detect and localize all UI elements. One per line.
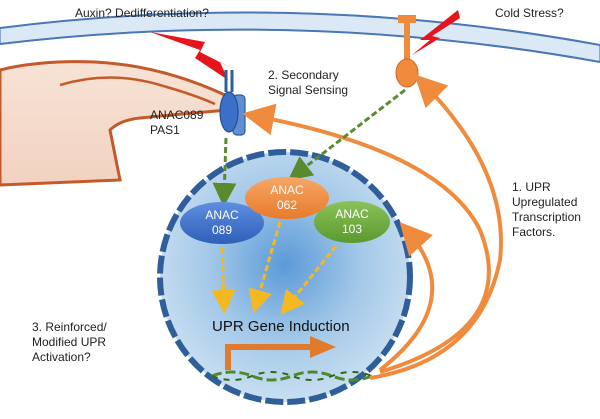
node-anac089-label: ANAC 089 <box>205 208 239 237</box>
label-reinforced: 3. Reinforced/ Modified UPR Activation? <box>32 320 107 364</box>
membrane-inner-line <box>0 28 600 63</box>
yellow-arrow-062 <box>248 221 282 314</box>
upr-loop-arrow-pas1 <box>242 103 491 374</box>
anac103-node <box>314 201 390 243</box>
auxin-signal-bolt <box>150 32 235 80</box>
receptor-stalk <box>224 70 234 92</box>
upr-loop-arrow-receptor <box>369 74 503 380</box>
cold-signal-bolt <box>412 10 460 55</box>
dna-strand <box>211 370 373 382</box>
label-secondary-signal: 2. Secondary Signal Sensing <box>268 68 349 97</box>
yellow-arrow-103 <box>280 245 338 316</box>
dna-strand-2 <box>211 371 373 381</box>
node-anac103-label: ANAC 103 <box>335 207 369 236</box>
label-anac089-pas1: ANAC089 PAS1 <box>150 108 204 137</box>
transcription-start-arrow <box>225 344 310 370</box>
anac089-node <box>180 202 264 244</box>
cold-receptor-body <box>395 58 419 88</box>
node-anac062-label: ANAC 062 <box>270 183 304 212</box>
label-upr-tf: 1. UPR Upregulated Transcription Factors… <box>512 180 581 239</box>
label-cold-stress: Cold Stress? <box>495 6 564 20</box>
anac062-node <box>245 177 329 219</box>
signal-dashed-cold <box>287 88 406 181</box>
er-fold <box>59 76 216 106</box>
yellow-arrow-089 <box>211 247 236 314</box>
transcription-arrowhead <box>310 336 336 358</box>
label-upr-gene-induction: UPR Gene Induction <box>212 318 350 335</box>
anac089-membrane-protein <box>219 91 239 133</box>
signal-dashed-pas1 <box>212 137 237 207</box>
membrane-outer-line <box>0 11 600 46</box>
cold-receptor-cap <box>398 15 416 23</box>
upr-loop-arrow-anac103 <box>378 222 435 372</box>
cold-receptor-stalk <box>404 15 410 60</box>
label-auxin: Auxin? Dedifferentiation? <box>75 6 209 20</box>
